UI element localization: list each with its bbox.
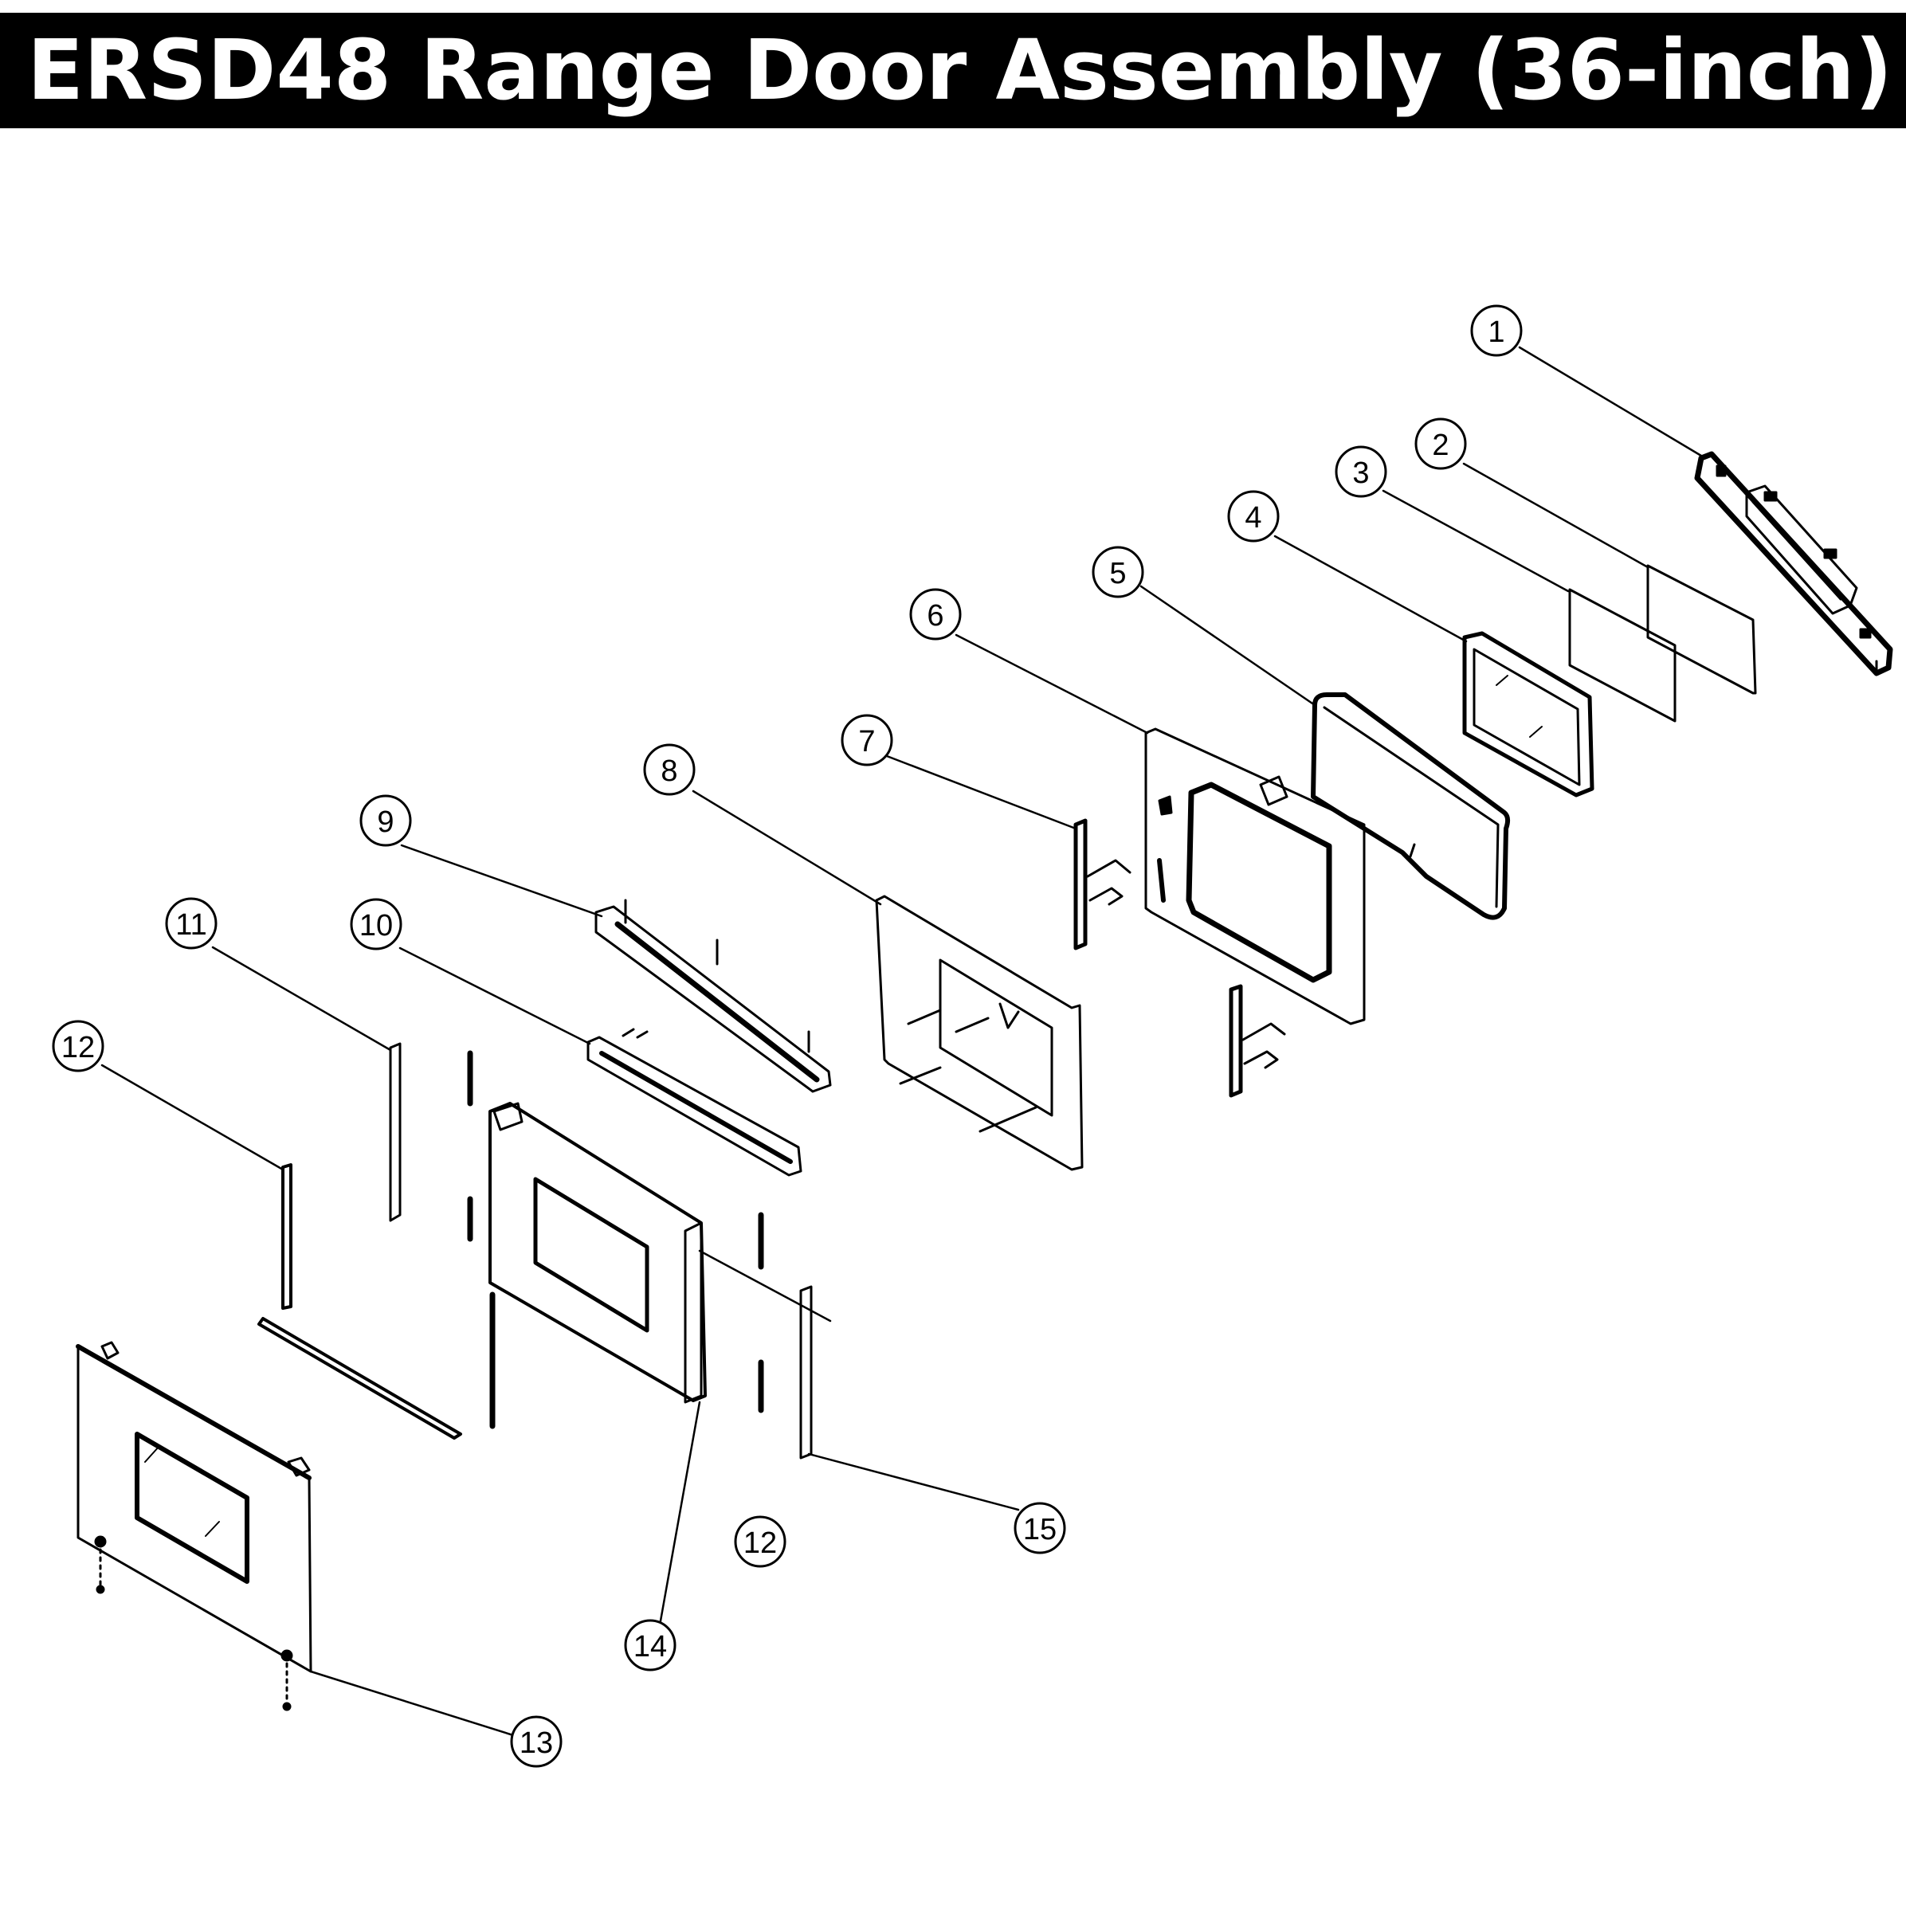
callout-circle <box>734 1515 786 1568</box>
callout-circle <box>841 714 893 766</box>
callout-5: 5 <box>1092 546 1144 598</box>
callout-circle <box>1470 304 1523 357</box>
callout-2: 2 <box>1414 417 1467 470</box>
callout-label: 5 <box>1109 557 1126 590</box>
lower-hinge-bracket <box>1229 984 1286 1098</box>
part-12-side-strip-left <box>281 1163 292 1310</box>
callout-circle <box>643 743 696 796</box>
leader-lines <box>100 346 1707 1737</box>
callout-label: 11 <box>175 908 206 942</box>
callout-label: 6 <box>927 599 943 633</box>
spacer-strips <box>467 1050 764 1429</box>
callout-12: 12 <box>52 1020 104 1072</box>
callout-13: 13 <box>510 1715 563 1768</box>
part-9-vent-channel <box>594 899 832 1093</box>
callout-1: 1 <box>1470 304 1523 357</box>
part-6-inner-door-panel <box>1144 727 1366 1025</box>
callout-circle <box>1335 445 1387 498</box>
callout-label: 10 <box>359 909 393 942</box>
callout-14: 14 <box>624 1619 677 1671</box>
part-14-door-frame <box>488 1102 707 1404</box>
part-7-hinge-bracket <box>1073 818 1131 950</box>
callout-label: 9 <box>377 805 394 839</box>
callout-circle <box>909 588 962 641</box>
callout-circle <box>624 1619 677 1671</box>
page-title: ERSD48 Range Door Assembly (36-inch) <box>27 22 1893 119</box>
callout-circle <box>1014 1502 1066 1554</box>
callout-circle <box>1414 417 1467 470</box>
callout-10: 10 <box>350 898 402 950</box>
callout-9: 9 <box>359 794 412 847</box>
part-8-door-liner <box>875 895 1084 1171</box>
callout-4: 4 <box>1227 490 1280 543</box>
callout-label: 12 <box>743 1526 777 1560</box>
callout-circle <box>1227 490 1280 543</box>
callout-11: 11 <box>165 897 218 950</box>
callout-label: 4 <box>1245 501 1261 535</box>
part-4-glass-pack <box>1462 631 1594 797</box>
callout-label: 3 <box>1352 457 1369 490</box>
callout-circle <box>52 1020 104 1072</box>
callout-6: 6 <box>909 588 962 641</box>
part-11-side-strip <box>389 1042 402 1222</box>
part-5-door-gasket <box>1311 692 1511 920</box>
lower-trim-strip <box>257 1317 462 1440</box>
callout-circle <box>350 898 402 950</box>
callout-label: 1 <box>1488 315 1504 349</box>
callout-circle <box>510 1715 563 1768</box>
callout-label: 7 <box>858 725 875 758</box>
callout-15: 15 <box>1014 1502 1066 1554</box>
callout-label: 8 <box>661 754 677 788</box>
part-2-glass-pane <box>1646 564 1757 695</box>
part-10-top-rail <box>586 1028 802 1177</box>
callout-circle <box>165 897 218 950</box>
part-1-rear-frame <box>1694 451 1893 676</box>
callout-label: 15 <box>1023 1513 1057 1546</box>
callout-label: 12 <box>61 1031 95 1064</box>
callout-12: 12 <box>734 1515 786 1568</box>
callout-label: 14 <box>633 1630 667 1664</box>
callout-3: 3 <box>1335 445 1387 498</box>
callout-7: 7 <box>841 714 893 766</box>
callout-circle <box>359 794 412 847</box>
callout-8: 8 <box>643 743 696 796</box>
title-bar: ERSD48 Range Door Assembly (36-inch) <box>0 13 1906 128</box>
callout-label: 2 <box>1432 429 1449 462</box>
part-3-glass-pane <box>1568 588 1677 723</box>
callout-label: 13 <box>520 1726 553 1760</box>
callout-circle <box>1092 546 1144 598</box>
